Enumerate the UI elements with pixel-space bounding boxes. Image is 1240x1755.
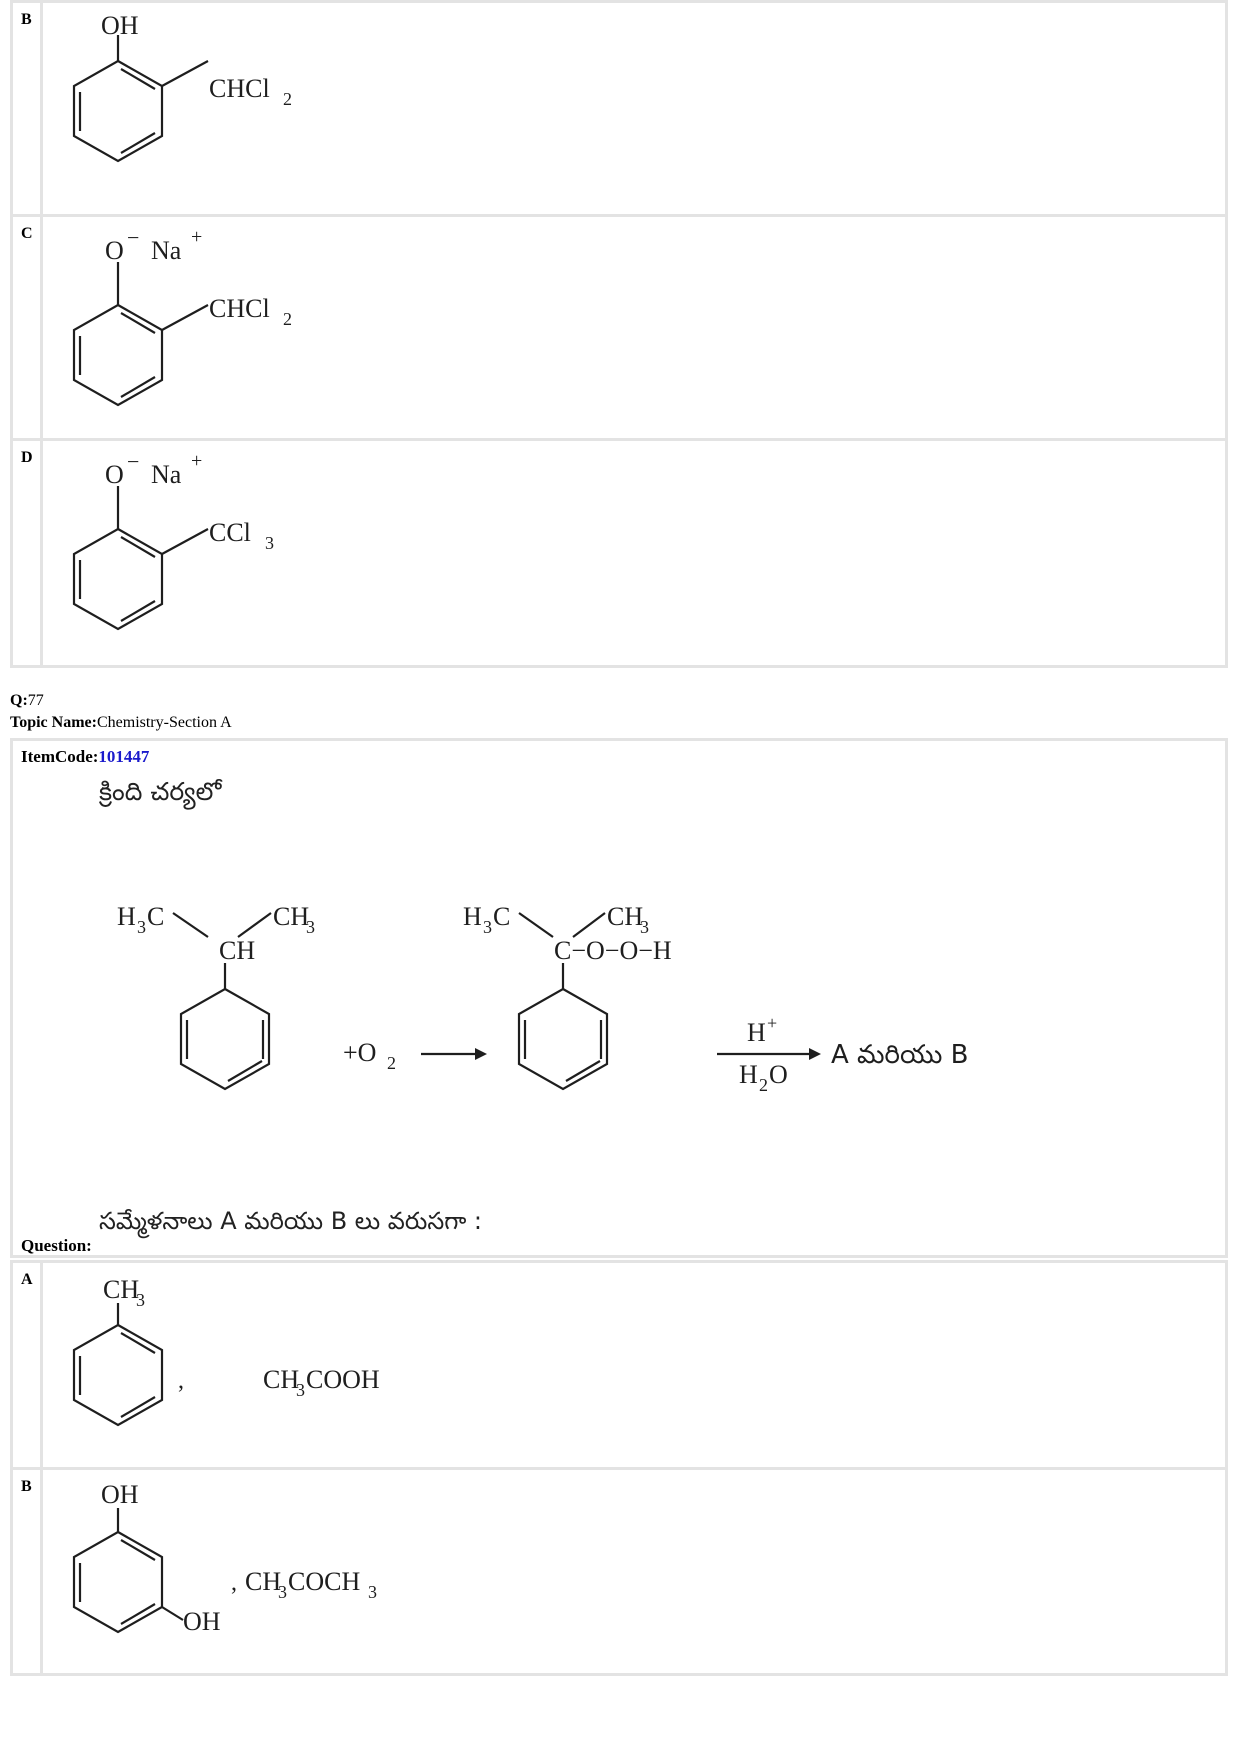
water-o: O xyxy=(769,1060,788,1089)
methine-label: CH xyxy=(219,936,255,965)
ketone-sub: 3 xyxy=(278,1582,287,1602)
phenoxide-ccl3-structure: O − Na + CCl 3 xyxy=(72,449,274,631)
option-letter: B xyxy=(13,1470,43,1673)
reagent-h: H xyxy=(747,1018,766,1047)
answer-options-table: A CH 3 , CH 3 COOH B OH xyxy=(10,1260,1228,1676)
substituent-subscript: 3 xyxy=(265,533,274,553)
sodium-label: Na xyxy=(151,236,182,265)
option-structure: OH CHCl 2 xyxy=(43,3,1225,214)
peroxide-chain: C−O−O−H xyxy=(554,936,672,965)
option-structure: O − Na + CHCl 2 xyxy=(43,217,1225,438)
hydroxyl-top: OH xyxy=(101,1480,139,1509)
acid-sub: 3 xyxy=(296,1380,305,1400)
option-letter: B xyxy=(13,3,43,214)
reaction-scheme: H 3 C CH 3 CH +O 2 H 3 C CH 3 C−O−O−H H … xyxy=(117,902,969,1095)
right-methyl-sub: 3 xyxy=(306,917,315,937)
topic-name: Topic Name:Chemistry-Section A xyxy=(10,714,232,731)
option-row-b[interactable]: B OH OH , CH 3 COCH 3 xyxy=(13,1470,1225,1673)
sodium-label: Na xyxy=(151,460,182,489)
option-row-a[interactable]: A CH 3 , CH 3 COOH xyxy=(13,1263,1225,1470)
right-methyl-label: CH xyxy=(273,902,309,931)
oxygen-charge: − xyxy=(127,225,139,250)
hydroxyl-label: OH xyxy=(101,11,139,40)
hydroxyl-meta: OH xyxy=(183,1607,221,1636)
left-methyl-h: H xyxy=(117,902,136,931)
question-number: Q:77 xyxy=(10,692,44,709)
left-methyl-sub: 3 xyxy=(137,917,146,937)
substituent-label: CHCl xyxy=(209,74,270,103)
acid-ch: CH xyxy=(263,1365,299,1394)
oxygen-label: O xyxy=(105,236,124,265)
option-structure: OH OH , CH 3 COCH 3 xyxy=(43,1470,1225,1673)
option-structure: CH 3 , CH 3 COOH xyxy=(43,1263,1225,1467)
option-letter: A xyxy=(13,1263,43,1467)
question-text: సమ్మేళనాలు A మరియు B లు వరుసగా : xyxy=(99,1207,483,1235)
reagent-h-charge: + xyxy=(767,1013,777,1033)
substituent-subscript: 2 xyxy=(283,89,292,109)
option-letter: D xyxy=(13,441,43,665)
methyl-sub: 3 xyxy=(136,1290,145,1310)
option-letter: C xyxy=(13,217,43,438)
plus-oxygen: +O xyxy=(343,1038,376,1067)
question-box: ItemCode:101447 క్రింది చర్యలో H 3 C CH … xyxy=(10,738,1228,1258)
prod-right-methyl-label: CH xyxy=(607,902,643,931)
sodium-charge: + xyxy=(191,226,202,248)
sodium-charge: + xyxy=(191,450,202,472)
substituent-label: CCl xyxy=(209,518,251,547)
intro-text: క్రింది చర్యలో xyxy=(99,777,222,806)
oxygen-label: O xyxy=(105,460,124,489)
resorcinol-acetone: OH OH , CH 3 COCH 3 xyxy=(72,1480,377,1636)
water-sub: 2 xyxy=(759,1075,768,1095)
ketone-sub2: 3 xyxy=(368,1582,377,1602)
options-table-prev: B OH CHCl 2 C xyxy=(10,0,1228,668)
water-h: H xyxy=(739,1060,758,1089)
toluene-acetic-acid: CH 3 , CH 3 COOH xyxy=(72,1275,380,1427)
prod-left-methyl-sub: 3 xyxy=(483,917,492,937)
oxygen-sub: 2 xyxy=(387,1053,396,1073)
option-structure: O − Na + CCl 3 xyxy=(43,441,1225,665)
left-methyl-c: C xyxy=(147,902,164,931)
prod-left-methyl-c: C xyxy=(493,902,510,931)
substituent-label: CHCl xyxy=(209,294,270,323)
ketone-ch: CH xyxy=(245,1567,281,1596)
phenoxide-chcl2-structure: O − Na + CHCl 2 xyxy=(72,225,292,407)
products-text: A మరియు B xyxy=(831,1040,969,1070)
substituent-subscript: 2 xyxy=(283,309,292,329)
item-code-link[interactable]: 101447 xyxy=(98,747,150,766)
separator-comma: , xyxy=(231,1570,237,1596)
methyl-label: CH xyxy=(103,1275,139,1304)
acid-tail: COOH xyxy=(306,1365,380,1394)
option-row-c-prev[interactable]: C O − Na + CHCl 2 xyxy=(13,217,1225,441)
phenol-chcl2-structure: OH CHCl 2 xyxy=(72,11,292,163)
oxygen-charge: − xyxy=(127,449,139,474)
prod-right-methyl-sub: 3 xyxy=(640,917,649,937)
option-row-d-prev[interactable]: D O − Na + CCl 3 xyxy=(13,441,1225,665)
prod-left-methyl-h: H xyxy=(463,902,482,931)
separator-comma: , xyxy=(178,1368,184,1394)
item-code: ItemCode:101447 xyxy=(21,747,150,766)
question-label: Question: xyxy=(21,1236,92,1255)
ketone-mid: COCH xyxy=(288,1567,360,1596)
option-row-b-prev[interactable]: B OH CHCl 2 xyxy=(13,3,1225,217)
